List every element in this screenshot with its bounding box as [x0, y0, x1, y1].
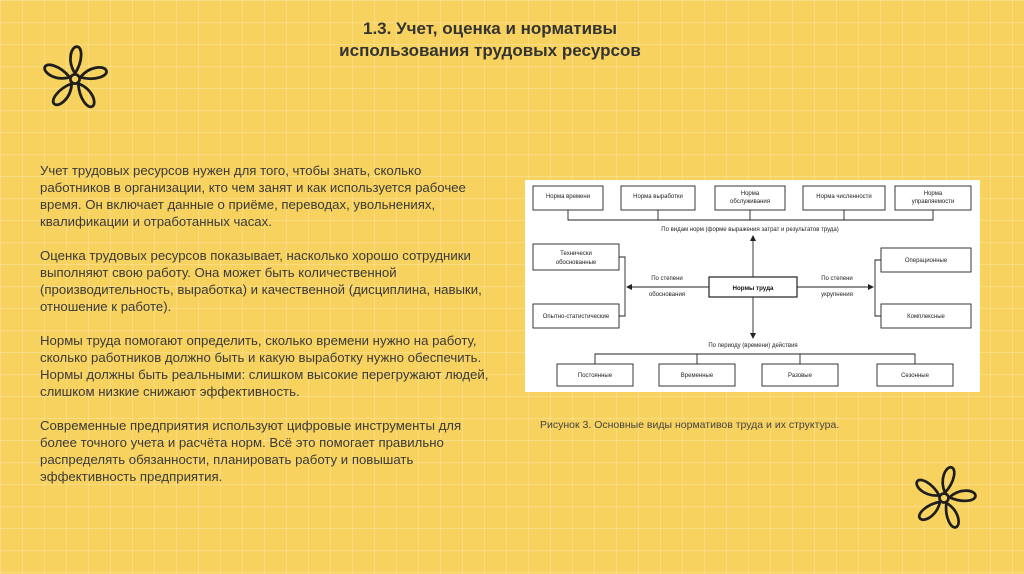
left-box-label: обоснованные	[556, 260, 597, 266]
right-connector	[874, 259, 881, 317]
right-box-complex: Комплексные	[880, 303, 972, 329]
bottom-category-label: По периоду (времени) действия	[708, 342, 797, 349]
left-category-label: По степени	[651, 276, 683, 282]
right-category-label: По степени	[821, 276, 853, 282]
bottom-box-permanent: Постоянные	[556, 363, 634, 387]
top-box-label: Норма	[924, 191, 943, 197]
flower-icon	[908, 460, 980, 536]
top-box-label: управляемости	[912, 199, 955, 205]
bottom-box-label: Разовые	[788, 373, 813, 379]
top-box-output: Норма выработки	[620, 185, 696, 211]
right-box-label: Операционные	[905, 258, 948, 264]
center-box-labor-norms: Нормы труда	[708, 276, 798, 298]
top-box-time: Норма времени	[532, 185, 604, 211]
left-box-technical: Технически обоснованные	[532, 243, 620, 271]
labor-norms-diagram: Норма времени Норма выработки Норма обсл…	[525, 180, 980, 392]
figure-caption: Рисунок 3. Основные виды нормативов труд…	[540, 419, 840, 431]
bottom-box-label: Сезонные	[901, 373, 929, 379]
bottom-box-temporary: Временные	[658, 363, 736, 387]
top-box-headcount: Норма численности	[802, 185, 886, 211]
top-box-label: Норма времени	[546, 194, 590, 200]
top-box-label: Норма выработки	[633, 194, 683, 200]
left-category-label: обоснования	[649, 292, 685, 298]
paragraph-assessment: Оценка трудовых ресурсов показывает, нас…	[40, 248, 482, 314]
paragraph-norms: Нормы труда помогают определить, сколько…	[40, 333, 489, 399]
flower-icon	[38, 40, 112, 118]
bottom-box-label: Временные	[681, 373, 714, 379]
top-box-label: обслуживания	[730, 199, 770, 205]
bottom-box-seasonal: Сезонные	[876, 363, 954, 387]
title-line-1: 1.3. Учет, оценка и нормативы	[362, 19, 618, 38]
left-box-label: Опытно-статистические	[543, 314, 610, 320]
top-connector	[567, 210, 934, 221]
paragraph-accounting: Учет трудовых ресурсов нужен для того, ч…	[40, 163, 466, 229]
left-connector	[619, 256, 626, 317]
right-box-operational: Операционные	[880, 247, 972, 273]
bottom-box-one-time: Разовые	[761, 363, 839, 387]
right-category-label: укрупнения	[821, 292, 853, 298]
left-box-label: Технически	[560, 251, 592, 257]
bottom-box-label: Постоянные	[578, 373, 613, 379]
center-label: Нормы труда	[733, 285, 774, 292]
slide-title: 1.3. Учет, оценка и нормативы использова…	[250, 18, 730, 62]
body-text: Учет трудовых ресурсов нужен для того, ч…	[40, 162, 490, 502]
left-box-statistical: Опытно-статистические	[532, 303, 620, 329]
top-box-label: Норма	[741, 191, 760, 197]
top-category-label: По видам норм (форме выражения затрат и …	[661, 227, 838, 233]
title-line-2: использования трудовых ресурсов	[339, 41, 641, 60]
top-box-manageability: Норма управляемости	[894, 185, 972, 211]
right-box-label: Комплексные	[907, 314, 945, 320]
top-box-label: Норма численности	[816, 194, 872, 200]
bottom-connector	[594, 353, 916, 364]
top-box-service: Норма обслуживания	[714, 185, 786, 211]
paragraph-digital: Современные предприятия используют цифро…	[40, 418, 462, 484]
